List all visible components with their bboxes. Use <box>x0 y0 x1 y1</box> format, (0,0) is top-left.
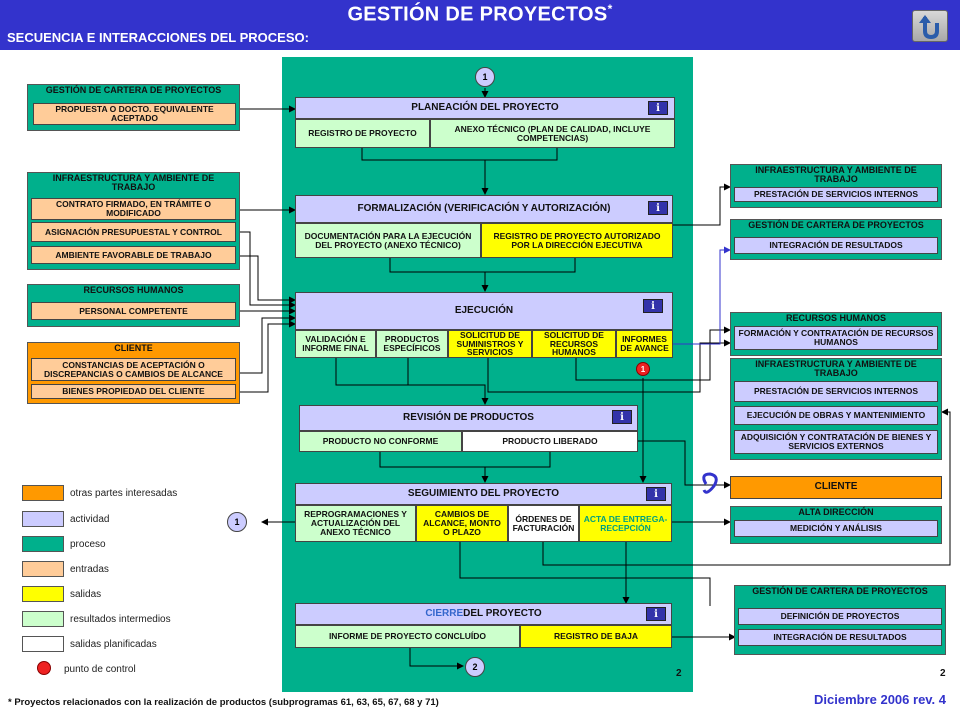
left-cartera-group: GESTIÓN DE CARTERA DE PROYECTOS PROPUEST… <box>27 84 240 131</box>
left-infra-group: INFRAESTRUCTURA Y AMBIENTE DE TRABAJO CO… <box>27 172 240 270</box>
right-cartera1-item: INTEGRACIÓN DE RESULTADOS <box>734 237 938 254</box>
legend-label: actividad <box>70 514 110 525</box>
page-subtitle: SECUENCIA E INTERACCIONES DEL PROCESO: <box>7 30 309 45</box>
footnote: * Proyectos relacionados con la realizac… <box>8 697 439 708</box>
right-rrhh-group: RECURSOS HUMANOS FORMACIÓN Y CONTRATACIÓ… <box>730 312 942 356</box>
right-infra1-item: PRESTACIÓN DE SERVICIOS INTERNOS <box>734 187 938 202</box>
cierre-informe: INFORME DE PROYECTO CONCLUÍDO <box>295 625 520 648</box>
right-alta-title: ALTA DIRECCIÓN <box>798 507 874 517</box>
legend-label: otras partes interesadas <box>70 488 178 499</box>
ejecucion-solicitud-suministros: SOLICITUD DE SUMINISTROS Y SERVICIOS <box>448 330 532 358</box>
legend-label: salidas planificadas <box>70 639 157 650</box>
ejecucion-header: EJECUCIÓN <box>295 292 673 330</box>
info-icon[interactable]: i <box>648 101 668 115</box>
right-infra1-title: INFRAESTRUCTURA Y AMBIENTE DE TRABAJO <box>755 165 917 184</box>
left-cliente-item: BIENES PROPIEDAD DEL CLIENTE <box>31 384 236 399</box>
legend-swatch <box>22 561 64 577</box>
legend-swatch <box>22 586 64 602</box>
legend-label: proceso <box>70 539 106 550</box>
legend-control-point-icon <box>37 661 51 675</box>
cierre-registro-baja: REGISTRO DE BAJA <box>520 625 672 648</box>
ejecucion-informes: INFORMES DE AVANCE <box>616 330 673 358</box>
right-infra2-item: PRESTACIÓN DE SERVICIOS INTERNOS <box>734 381 938 402</box>
left-infra-title: INFRAESTRUCTURA Y AMBIENTE DE TRABAJO <box>52 173 215 192</box>
left-cliente-title: CLIENTE <box>114 343 153 353</box>
header-bar <box>0 0 960 50</box>
connector-circle-top[interactable]: 1 <box>475 67 495 87</box>
legend-swatch <box>22 511 64 527</box>
ejecucion-validacion: VALIDACIÓN E INFORME FINAL <box>295 330 376 358</box>
legend-swatch <box>22 536 64 552</box>
info-icon[interactable]: i <box>612 410 632 424</box>
return-arrow-icon <box>919 15 939 40</box>
right-cliente: CLIENTE <box>730 476 942 499</box>
right-infra2-item: ADQUISICIÓN Y CONTRATACIÓN DE BIENES Y S… <box>734 430 938 454</box>
right-cartera2-item: DEFINICIÓN DE PROYECTOS <box>738 608 942 625</box>
left-cliente-item: CONSTANCIAS DE ACEPTACIÓN O DISCREPANCIA… <box>31 358 236 381</box>
right-alta-item: MEDICIÓN Y ANÁLISIS <box>734 520 938 537</box>
right-rrhh-item: FORMACIÓN Y CONTRATACIÓN DE RECURSOS HUM… <box>734 326 938 350</box>
left-rrhh-title: RECURSOS HUMANOS <box>83 285 184 295</box>
page-number-inner: 2 <box>676 668 682 679</box>
seguimiento-ordenes: ÓRDENES DE FACTURACIÓN <box>508 505 579 542</box>
right-infra2-group: INFRAESTRUCTURA Y AMBIENTE DE TRABAJO PR… <box>730 358 942 460</box>
left-cartera-title: GESTIÓN DE CARTERA DE PROYECTOS <box>45 85 222 95</box>
planeacion-anexo: ANEXO TÉCNICO (PLAN DE CALIDAD, INCLUYE … <box>430 119 675 148</box>
left-cliente-group: CLIENTE CONSTANCIAS DE ACEPTACIÓN O DISC… <box>27 342 240 404</box>
revision-liberado: PRODUCTO LIBERADO <box>462 431 638 452</box>
revision-header: REVISIÓN DE PRODUCTOS <box>299 405 638 431</box>
seguimiento-reprogramaciones: REPROGRAMACIONES Y ACTUALIZACIÓN DEL ANE… <box>295 505 416 542</box>
page-number: 2 <box>940 668 946 679</box>
legend-label: punto de control <box>64 664 136 675</box>
right-alta-group: ALTA DIRECCIÓN MEDICIÓN Y ANÁLISIS <box>730 506 942 544</box>
ejecucion-productos: PRODUCTOS ESPECÍFICOS <box>376 330 448 358</box>
left-rrhh-item: PERSONAL COMPETENTE <box>31 302 236 320</box>
right-cartera1-group: GESTIÓN DE CARTERA DE PROYECTOS INTEGRAC… <box>730 219 942 260</box>
right-infra2-title: INFRAESTRUCTURA Y AMBIENTE DE TRABAJO <box>755 359 917 378</box>
right-infra2-item: EJECUCIÓN DE OBRAS Y MANTENIMIENTO <box>734 406 938 425</box>
right-cartera2-group: GESTIÓN DE CARTERA DE PROYECTOS DEFINICI… <box>734 585 946 655</box>
planeacion-registro: REGISTRO DE PROYECTO <box>295 119 430 148</box>
right-cartera1-title: GESTIÓN DE CARTERA DE PROYECTOS <box>748 220 924 230</box>
connector-circle-left[interactable]: 1 <box>227 512 247 532</box>
revision-date: Diciembre 2006 rev. 4 <box>814 692 947 707</box>
right-rrhh-title: RECURSOS HUMANOS <box>785 313 886 323</box>
revision-no-conforme: PRODUCTO NO CONFORME <box>299 431 462 452</box>
page-title: GESTIÓN DE PROYECTOS* <box>347 2 613 26</box>
legend-label: resultados intermedios <box>70 614 171 625</box>
legend-label: entradas <box>70 564 109 575</box>
right-cartera2-title: GESTIÓN DE CARTERA DE PROYECTOS <box>752 586 928 596</box>
info-icon[interactable]: i <box>648 201 668 215</box>
cierre-header: CIERRE DEL PROYECTO <box>295 603 672 625</box>
formalizacion-documentacion: DOCUMENTACIÓN PARA LA EJECUCIÓN DEL PROY… <box>295 223 481 258</box>
left-rrhh-group: RECURSOS HUMANOS PERSONAL COMPETENTE <box>27 284 240 327</box>
legend-swatch <box>22 611 64 627</box>
connector-circle-bottom[interactable]: 2 <box>465 657 485 677</box>
right-infra1-group: INFRAESTRUCTURA Y AMBIENTE DE TRABAJO PR… <box>730 164 942 208</box>
info-icon[interactable]: i <box>646 487 666 501</box>
control-point-marker: 1 <box>636 362 650 376</box>
process-panel <box>282 57 693 692</box>
formalizacion-registro-autorizado: REGISTRO DE PROYECTO AUTORIZADO POR LA D… <box>481 223 673 258</box>
legend-swatch <box>22 636 64 652</box>
formalizacion-header: FORMALIZACIÓN (VERIFICACIÓN Y AUTORIZACI… <box>295 195 673 223</box>
back-button[interactable] <box>912 10 948 42</box>
left-infra-item: CONTRATO FIRMADO, EN TRÁMITE O MODIFICAD… <box>31 198 236 220</box>
right-cartera2-item: INTEGRACIÓN DE RESULTADOS <box>738 629 942 646</box>
legend-label: salidas <box>70 589 102 600</box>
legend-swatch <box>22 485 64 501</box>
seguimiento-cambios: CAMBIOS DE ALCANCE, MONTO O PLAZO <box>416 505 508 542</box>
info-icon[interactable]: i <box>643 299 663 313</box>
ejecucion-solicitud-rrhh: SOLICITUD DE RECURSOS HUMANOS <box>532 330 616 358</box>
left-infra-item: ASIGNACIÓN PRESUPUESTAL Y CONTROL <box>31 222 236 242</box>
left-infra-item: AMBIENTE FAVORABLE DE TRABAJO <box>31 246 236 264</box>
planeacion-header: PLANEACIÓN DEL PROYECTO <box>295 97 675 119</box>
seguimiento-acta: ACTA DE ENTREGA-RECEPCIÓN <box>579 505 672 542</box>
left-cartera-item: PROPUESTA O DOCTO. EQUIVALENTE ACEPTADO <box>33 103 236 125</box>
info-icon[interactable]: i <box>646 607 666 621</box>
seguimiento-header: SEGUIMIENTO DEL PROYECTO <box>295 483 672 505</box>
loop-arrow-icon <box>702 472 718 494</box>
